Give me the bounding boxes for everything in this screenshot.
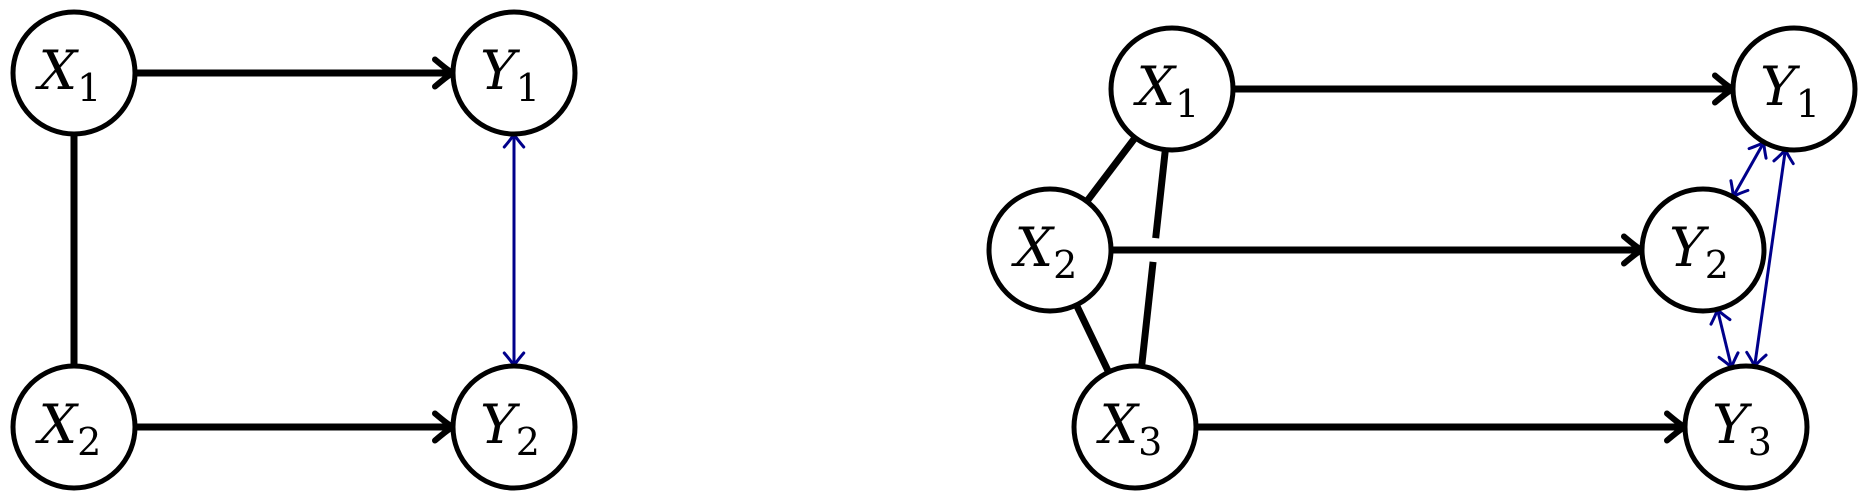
node-subscript: 2 — [1053, 243, 1077, 287]
edge-line — [1084, 135, 1138, 204]
edge-r-x3-r-y3 — [1196, 410, 1688, 444]
edge-line — [1716, 311, 1733, 366]
edge-r-x2-r-y2 — [1111, 233, 1645, 267]
node-l-y1: Y1 — [450, 9, 578, 137]
node-subscript: 1 — [77, 66, 101, 110]
edge-r-x1-r-y1 — [1233, 72, 1736, 106]
node-r-x3: X3 — [1071, 363, 1199, 491]
node-variable: Y — [480, 39, 520, 102]
node-circle — [1108, 25, 1236, 153]
node-variable: X — [1011, 216, 1056, 279]
node-r-y1: Y1 — [1730, 25, 1858, 153]
node-label: X1 — [35, 39, 102, 110]
node-label: Y1 — [1760, 55, 1820, 126]
node-subscript: 2 — [77, 420, 101, 464]
node-subscript: 3 — [1138, 420, 1162, 464]
edge-line — [1152, 149, 1169, 239]
node-variable: Y — [1669, 216, 1709, 279]
node-label: Y2 — [480, 393, 540, 464]
node-r-x1: X1 — [1108, 25, 1236, 153]
edge-r-x2-r-x3 — [1073, 303, 1112, 374]
node-label: Y2 — [1669, 216, 1729, 287]
node-subscript: 2 — [1705, 243, 1729, 287]
node-circle — [986, 186, 1114, 314]
edge-r-y2-r-y1 — [1729, 140, 1768, 199]
edge-r-x1-r-x2 — [1084, 135, 1138, 204]
node-variable: X — [35, 393, 80, 456]
node-r-y2: Y2 — [1639, 186, 1767, 314]
left-graph — [70, 56, 526, 444]
node-circle — [1682, 363, 1810, 491]
node-l-y2: Y2 — [450, 363, 578, 491]
node-variable: X — [35, 39, 80, 102]
node-l-x2: X2 — [10, 363, 138, 491]
node-subscript: 1 — [516, 66, 540, 110]
edges-layer — [70, 56, 1795, 444]
node-subscript: 1 — [1175, 82, 1199, 126]
edge-r-y2-r-y3 — [1709, 307, 1740, 370]
node-circle — [1639, 186, 1767, 314]
node-r-x2: X2 — [986, 186, 1114, 314]
edge-l-y1-l-y2 — [502, 132, 526, 368]
right-graph — [1073, 72, 1795, 444]
node-circle — [1071, 363, 1199, 491]
edge-l-x2-l-y2 — [135, 410, 456, 444]
node-label: Y1 — [480, 39, 540, 110]
edge-l-x1-l-y1 — [135, 56, 456, 90]
node-circle — [1730, 25, 1858, 153]
edge-r-x1-r-x3 — [1138, 149, 1169, 367]
edge-line — [1138, 261, 1157, 367]
node-label: X3 — [1096, 393, 1163, 464]
node-label: X2 — [35, 393, 102, 464]
node-circle — [10, 363, 138, 491]
node-circle — [450, 363, 578, 491]
node-variable: Y — [1760, 55, 1800, 118]
node-circle — [450, 9, 578, 137]
node-label: X1 — [1133, 55, 1200, 126]
node-subscript: 2 — [516, 420, 540, 464]
node-circle — [10, 9, 138, 137]
node-r-y3: Y3 — [1682, 363, 1810, 491]
node-subscript: 3 — [1748, 420, 1772, 464]
node-label: X2 — [1011, 216, 1078, 287]
node-subscript: 1 — [1796, 82, 1820, 126]
node-variable: X — [1133, 55, 1178, 118]
node-l-x1: X1 — [10, 9, 138, 137]
node-variable: Y — [1712, 393, 1752, 456]
edge-line — [1753, 152, 1787, 364]
node-variable: X — [1096, 393, 1141, 456]
edge-line — [1733, 143, 1764, 196]
node-variable: Y — [480, 393, 520, 456]
node-label: Y3 — [1712, 393, 1772, 464]
edge-line — [1073, 303, 1112, 374]
